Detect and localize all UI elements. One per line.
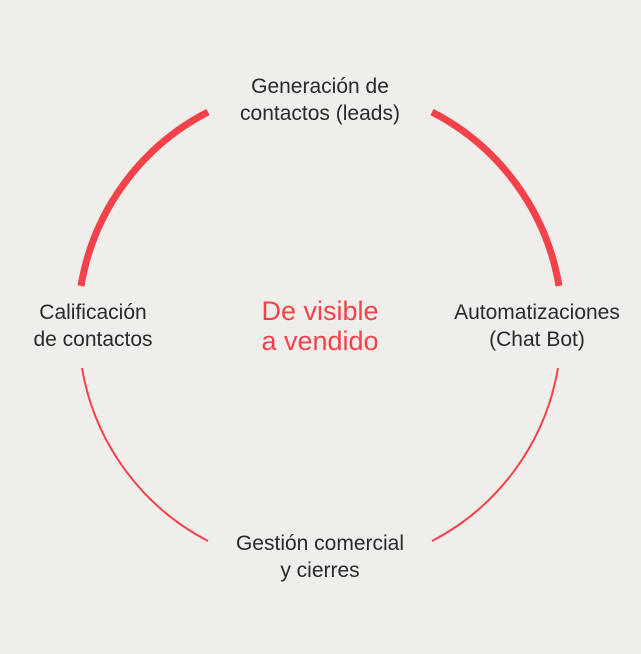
stage-lead-qualification-line1: Calificación [39,301,147,324]
stage-sales-management-line2: y cierres [280,559,360,582]
stage-sales-management-line1: Gestión comercial [235,532,405,555]
arc-top-right [430,108,563,287]
stage-lead-generation-line1: Generación de [251,75,389,98]
arc-top-left [77,108,210,287]
arc-bottom-left [81,367,209,542]
stage-lead-generation: Generación de contactos (leads) [200,73,440,127]
stage-lead-generation-line2: contactos (leads) [240,102,400,125]
stage-automations: Automatizaciones (Chat Bot) [432,299,641,353]
stage-lead-qualification-line2: de contactos [33,328,153,351]
center-title-line1: De visible [261,296,379,326]
center-title-line2: a vendido [261,326,379,356]
stage-sales-management: Gestión comercial y cierres [195,530,445,584]
stage-automations-line2: (Chat Bot) [489,328,585,351]
center-title: De visible a vendido [220,296,420,356]
stage-lead-qualification: Calificación de contactos [4,299,182,353]
stage-automations-line1: Automatizaciones [454,301,620,324]
arc-bottom-right [431,367,559,542]
